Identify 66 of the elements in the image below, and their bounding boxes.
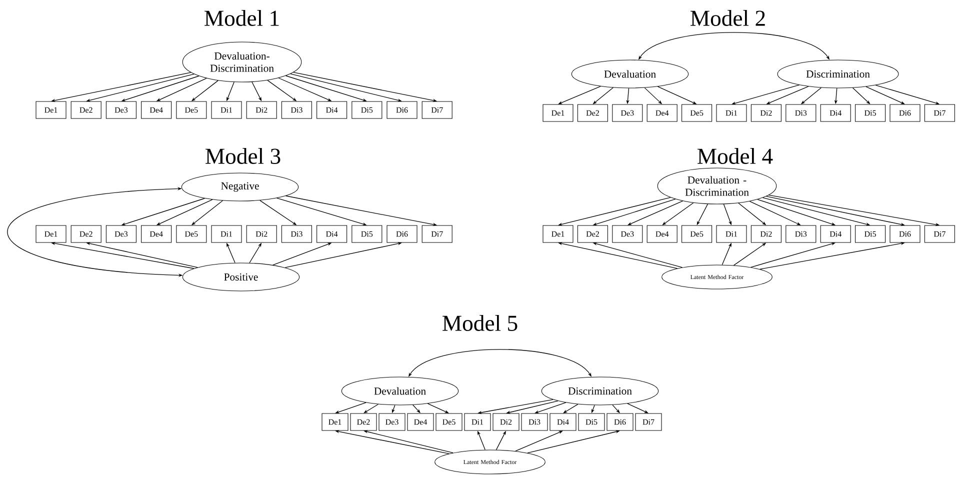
indicator-box: Di6 [386, 101, 418, 119]
indicator-box: Di4 [316, 225, 348, 243]
indicator-box: De5 [176, 101, 207, 119]
indicator-box: De2 [70, 101, 102, 119]
indicator-box: De1 [542, 225, 574, 243]
indicator-box: De4 [141, 225, 172, 243]
indicator-box: Di1 [211, 225, 242, 243]
indicator-box: Di2 [246, 225, 277, 243]
indicator-box: Di6 [606, 413, 634, 431]
indicator-box: Di7 [924, 104, 955, 122]
indicator-box: De2 [350, 413, 377, 431]
indicator-box: Di2 [750, 104, 782, 122]
indicator-box: Di5 [855, 104, 886, 122]
indicator-box: De3 [612, 104, 643, 122]
indicator-box: Di1 [464, 413, 491, 431]
indicator-box: Di7 [635, 413, 662, 431]
indicator-box: De3 [378, 413, 406, 431]
indicator-box: Di7 [924, 225, 955, 243]
indicator-box: De5 [682, 104, 712, 122]
indicator-box: De3 [106, 225, 136, 243]
indicator-box: Di5 [352, 101, 382, 119]
indicator-box: Di4 [820, 104, 851, 122]
indicator-box: Di3 [521, 413, 548, 431]
model-title: Model 4 [698, 148, 773, 164]
indicator-box: Di1 [716, 104, 747, 122]
indicator-box: Di6 [890, 104, 920, 122]
indicator-box: Di3 [786, 104, 816, 122]
indicator-box: Di2 [246, 101, 277, 119]
model-title: Model 5 [442, 315, 518, 331]
indicator-box: De5 [436, 413, 462, 431]
indicator-box: De2 [577, 104, 608, 122]
indicator-box: Di5 [855, 225, 886, 243]
model-title: Model 2 [690, 10, 765, 26]
indicator-box: Di5 [578, 413, 605, 431]
indicator-box: Di1 [211, 101, 242, 119]
indicator-box: De4 [141, 101, 172, 119]
indicator-box: Di7 [422, 101, 452, 119]
arrow [563, 404, 578, 414]
indicator-box: De1 [542, 104, 574, 122]
indicator-box: De1 [36, 101, 66, 119]
indicator-box: De3 [106, 101, 136, 119]
indicator-box: De4 [407, 413, 434, 431]
indicator-box: Di5 [352, 225, 382, 243]
indicator-box: De5 [176, 225, 207, 243]
indicator-box: De5 [682, 225, 712, 243]
indicator-box: De3 [612, 225, 643, 243]
indicator-box: Di4 [316, 101, 348, 119]
indicator-box: Di6 [386, 225, 418, 243]
indicator-box: De2 [70, 225, 102, 243]
indicator-box: Di3 [281, 101, 312, 119]
indicator-box: De2 [577, 225, 608, 243]
indicator-box: Di2 [492, 413, 520, 431]
indicator-box: Di3 [786, 225, 816, 243]
indicator-box: Di1 [716, 225, 747, 243]
indicator-box: Di4 [550, 413, 576, 431]
indicator-box: Di6 [890, 225, 920, 243]
indicator-box: Di7 [422, 225, 452, 243]
indicator-box: De4 [646, 225, 678, 243]
indicator-box: De4 [646, 104, 678, 122]
indicator-box: Di4 [820, 225, 851, 243]
indicator-box: De1 [36, 225, 66, 243]
indicator-box: Di2 [750, 225, 782, 243]
model-title: Model 3 [206, 148, 280, 164]
indicator-box: De1 [322, 413, 348, 431]
arrow [364, 404, 379, 414]
indicator-box: Di3 [281, 225, 312, 243]
